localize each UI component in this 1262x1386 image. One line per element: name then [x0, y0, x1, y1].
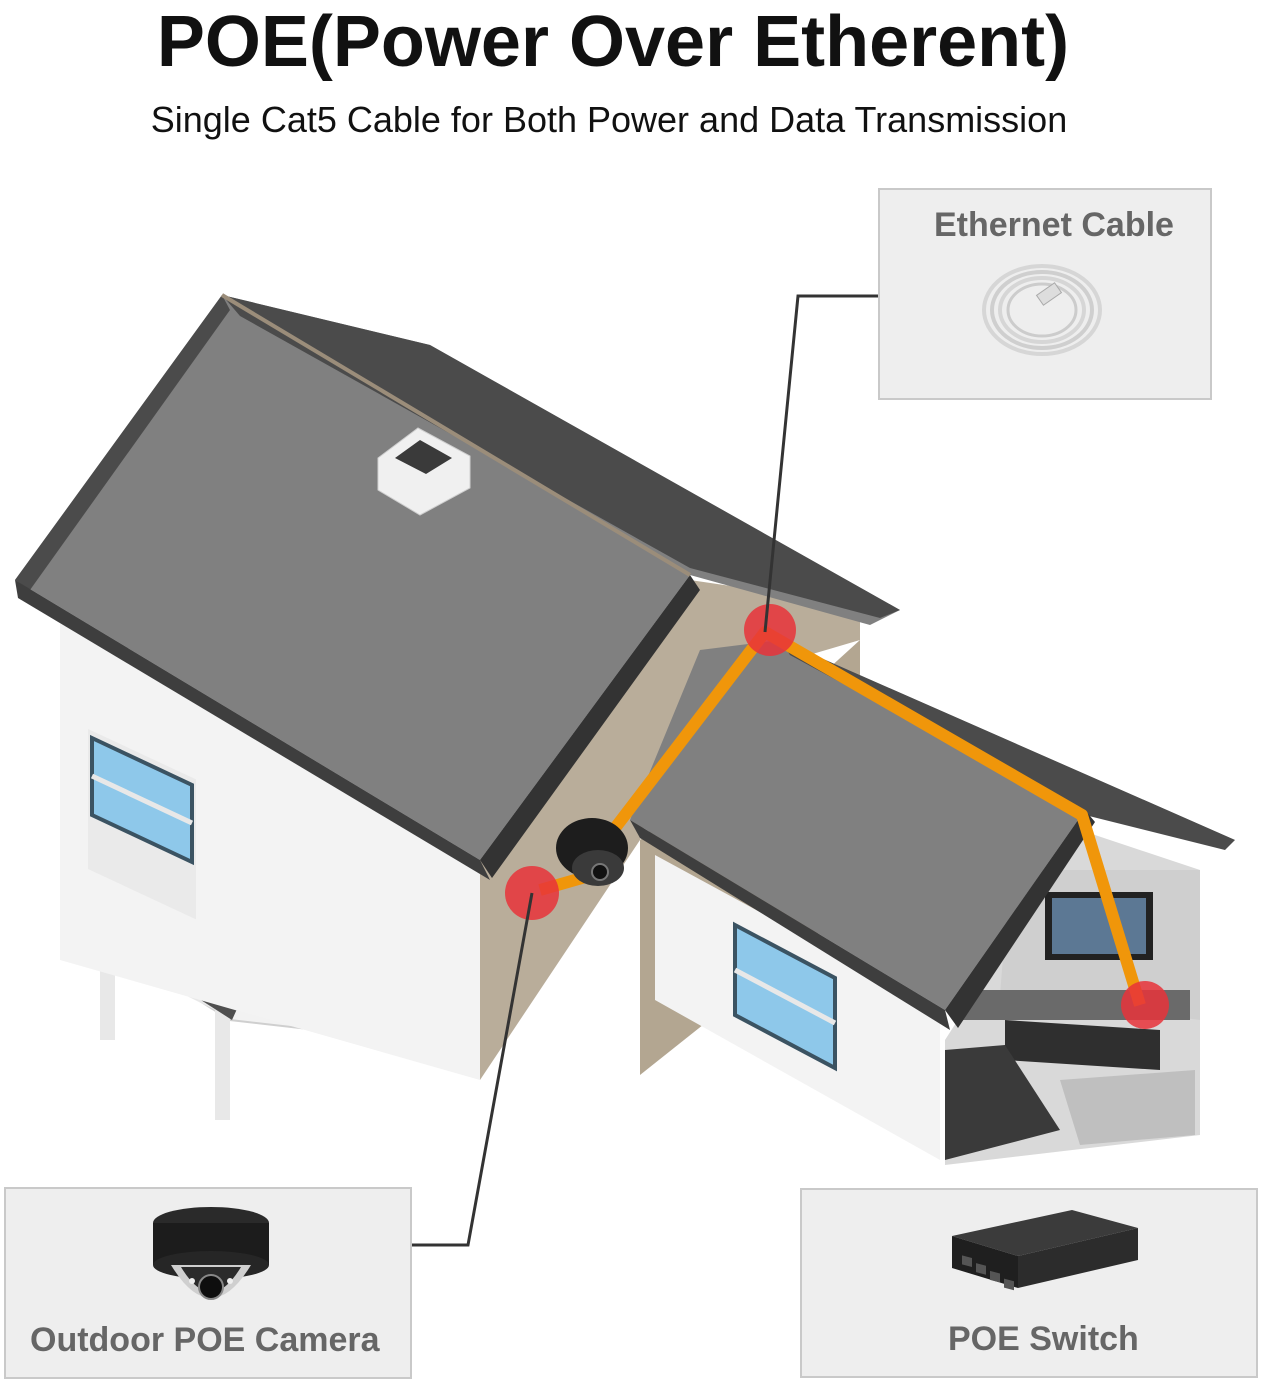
network-switch-icon [952, 1210, 1138, 1291]
camera-label: Outdoor POE Camera [30, 1321, 380, 1359]
page-subtitle: Single Cat5 Cable for Both Power and Dat… [150, 99, 1068, 140]
dome-camera-icon [153, 1207, 269, 1300]
cable-entry-marker-room [1121, 981, 1169, 1029]
ethernet-cable-box: Ethernet Cable [878, 188, 1212, 400]
ethernet-cable-label: Ethernet Cable [934, 206, 1174, 244]
mounted-camera-icon [556, 818, 628, 886]
window-side [733, 921, 837, 1072]
switch-label: POE Switch [948, 1320, 1139, 1358]
main-wall [60, 615, 480, 1080]
page-title: POE(Power Over Etherent) [156, 2, 1070, 82]
chimney [377, 427, 471, 516]
leader-line-camera [412, 892, 534, 1247]
cable-entry-marker-roof [744, 604, 796, 656]
leader-line-ethernet [763, 294, 878, 633]
side-roof [630, 640, 1235, 1030]
camera-box: Outdoor POE Camera [4, 1187, 412, 1379]
switch-box: POE Switch [800, 1188, 1258, 1378]
gable-wall [480, 580, 860, 1080]
cable-route [538, 626, 1146, 1007]
cable-coil-icon [982, 264, 1102, 356]
window-main [88, 729, 196, 920]
main-roof [15, 293, 900, 880]
